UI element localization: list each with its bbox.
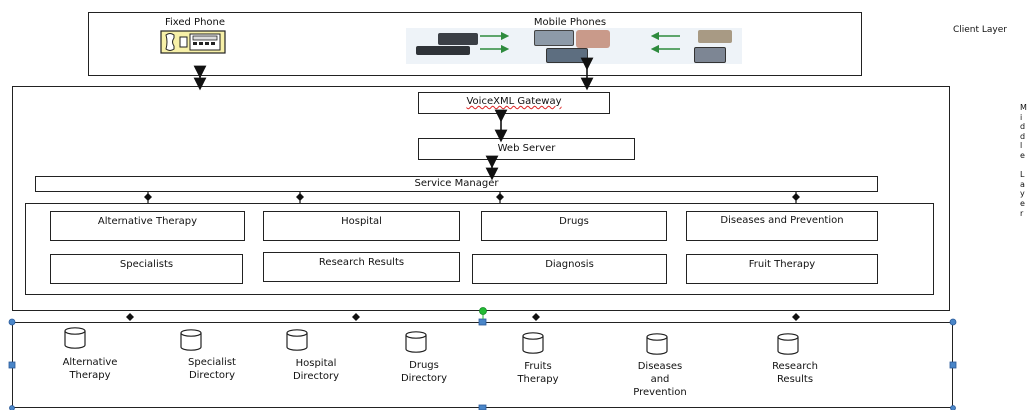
- fixed-phone-label: Fixed Phone: [164, 17, 226, 28]
- db-label-hospital-directory: Hospital Directory: [292, 358, 340, 382]
- database-icon: [64, 327, 86, 353]
- db-label-fruits-therapy: Fruits Therapy: [517, 361, 559, 385]
- mobile-phones-group: [406, 28, 742, 64]
- service-specialists: Specialists: [50, 254, 243, 284]
- phone-image-5: [546, 48, 588, 63]
- phone-image-2: [416, 46, 470, 55]
- database-icon: [777, 333, 799, 359]
- database-icon: [522, 332, 544, 358]
- db-label-drugs-directory: Drugs Directory: [400, 360, 448, 384]
- phone-image-4: [576, 30, 610, 48]
- diamond-connector: [532, 313, 540, 321]
- service-diagnosis: Diagnosis: [472, 254, 667, 284]
- phone-image-7: [694, 47, 726, 63]
- service-alternative-therapy: Alternative Therapy: [50, 211, 245, 241]
- db-label-specialist-directory: Specialist Directory: [188, 357, 236, 381]
- diamond-connector: [792, 313, 800, 321]
- web-server-box: Web Server: [418, 138, 635, 160]
- database-icon: [646, 333, 668, 359]
- mobile-phones-label: Mobile Phones: [533, 17, 607, 28]
- diamond-connector: [126, 313, 134, 321]
- database-icon: [405, 331, 427, 357]
- voicexml-gateway-label: VoiceXML Gateway: [466, 96, 562, 107]
- phone-image-6: [698, 30, 732, 43]
- service-manager-box: Service Manager: [35, 176, 878, 192]
- client-layer-label: Client Layer: [952, 25, 1007, 35]
- voicexml-gateway-box: VoiceXML Gateway: [418, 92, 610, 114]
- service-research-results: Research Results: [263, 252, 460, 282]
- database-icon: [286, 329, 308, 355]
- database-icon: [180, 329, 202, 355]
- middle-layer-label: M i d d l e L a y e r: [1020, 103, 1027, 218]
- service-hospital: Hospital: [263, 211, 460, 241]
- service-diseases-prevention: Diseases and Prevention: [686, 211, 878, 241]
- db-label-research-results: Research Results: [772, 361, 818, 385]
- db-label-diseases-prevention: Diseases and Prevention: [633, 361, 687, 398]
- phone-image-1: [438, 33, 478, 45]
- diamond-connector: [352, 313, 360, 321]
- service-fruit-therapy: Fruit Therapy: [686, 254, 878, 284]
- service-drugs: Drugs: [481, 211, 667, 241]
- phone-image-3: [534, 30, 574, 46]
- db-label-alternative-therapy: Alternative Therapy: [62, 357, 118, 381]
- fixed-phone-icon: [160, 30, 226, 54]
